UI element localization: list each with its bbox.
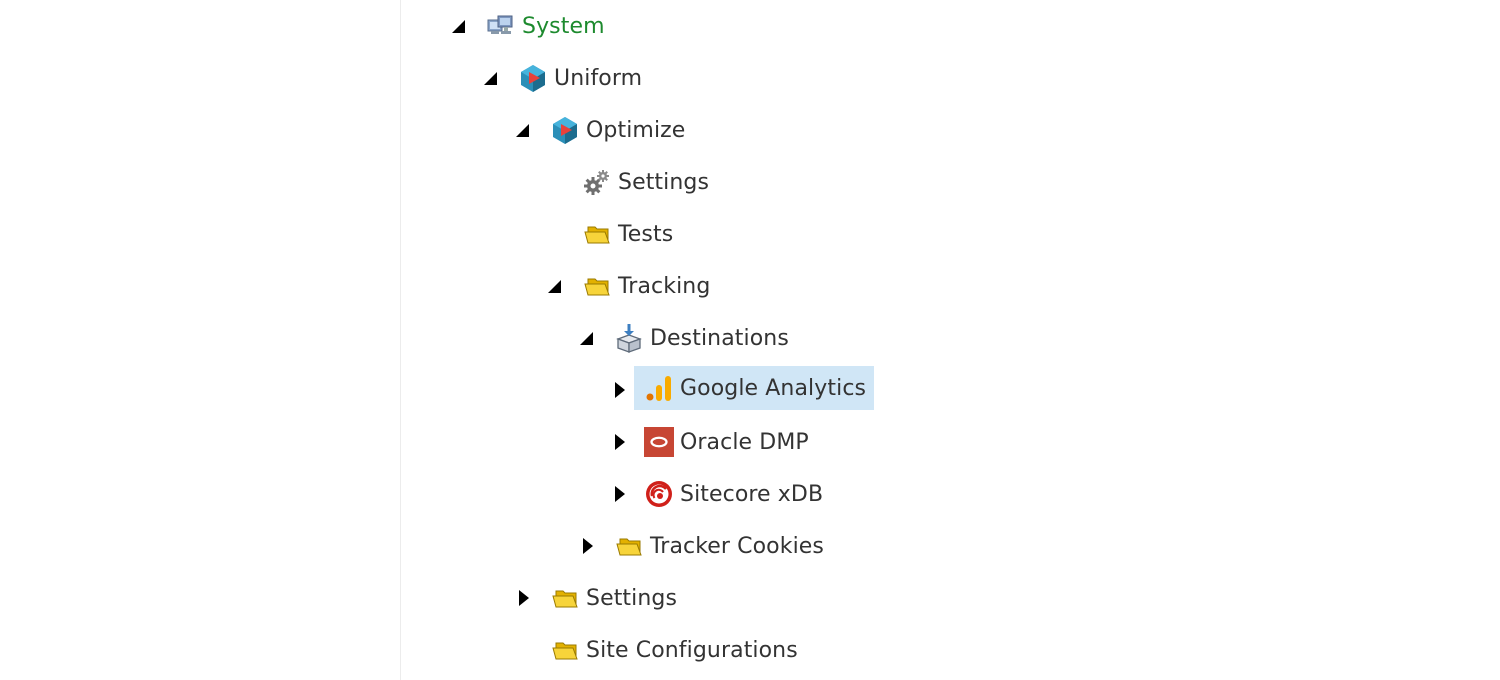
tree-item-label: Uniform [554, 65, 643, 91]
folder-icon [614, 531, 644, 561]
tree-item-uniform[interactable]: Uniform [516, 62, 650, 94]
tree-item-label: Tests [618, 221, 674, 247]
tree-item-label: Google Analytics [680, 375, 867, 401]
tree-item-system[interactable]: System [484, 10, 613, 42]
tree-item-label: Settings [618, 169, 710, 195]
expand-toggle-google-analytics[interactable] [610, 381, 628, 399]
tree-item-label: Destinations [650, 325, 789, 351]
tree-item-label: Oracle DMP [680, 429, 809, 455]
folder-icon [582, 271, 612, 301]
tree-item-optimize-settings[interactable]: Settings [580, 166, 717, 198]
package-icon [614, 323, 644, 353]
folder-icon [550, 635, 580, 665]
expand-toggle-tracker-cookies[interactable] [578, 537, 596, 555]
tree-item-label: Site Configurations [586, 637, 798, 663]
google-analytics-icon [644, 373, 674, 403]
oracle-icon [644, 427, 674, 457]
computers-icon [486, 11, 516, 41]
gears-icon [582, 167, 612, 197]
expand-toggle-sitecore-xdb[interactable] [610, 485, 628, 503]
collapse-toggle-system[interactable] [450, 17, 468, 35]
expand-toggle-uniform-settings[interactable] [514, 589, 532, 607]
collapse-toggle-uniform[interactable] [482, 69, 500, 87]
sitecore-icon [644, 479, 674, 509]
collapse-toggle-optimize[interactable] [514, 121, 532, 139]
uniform-logo-icon [550, 115, 580, 145]
tree-item-tests[interactable]: Tests [580, 218, 681, 250]
tree-item-label: System [522, 13, 605, 39]
uniform-logo-icon [518, 63, 548, 93]
panel-divider [400, 0, 401, 680]
tree-item-label: Tracker Cookies [650, 533, 824, 559]
tree-item-label: Sitecore xDB [680, 481, 824, 507]
tree-item-tracking[interactable]: Tracking [580, 270, 718, 302]
tree-item-destinations[interactable]: Destinations [612, 322, 797, 354]
tree-item-label: Tracking [618, 273, 711, 299]
tree-item-oracle-dmp[interactable]: Oracle DMP [642, 426, 817, 458]
collapse-toggle-destinations[interactable] [578, 329, 596, 347]
folder-icon [550, 583, 580, 613]
folder-icon [582, 219, 612, 249]
tree-item-uniform-settings[interactable]: Settings [548, 582, 685, 614]
tree-item-optimize[interactable]: Optimize [548, 114, 693, 146]
tree-item-tracker-cookies[interactable]: Tracker Cookies [612, 530, 832, 562]
tree-item-label: Optimize [586, 117, 686, 143]
tree-item-site-configurations[interactable]: Site Configurations [548, 634, 806, 666]
tree-item-sitecore-xdb[interactable]: Sitecore xDB [642, 478, 831, 510]
collapse-toggle-tracking[interactable] [546, 277, 564, 295]
tree-item-google-analytics[interactable]: Google Analytics [634, 366, 875, 410]
tree-item-label: Settings [586, 585, 678, 611]
expand-toggle-oracle-dmp[interactable] [610, 433, 628, 451]
